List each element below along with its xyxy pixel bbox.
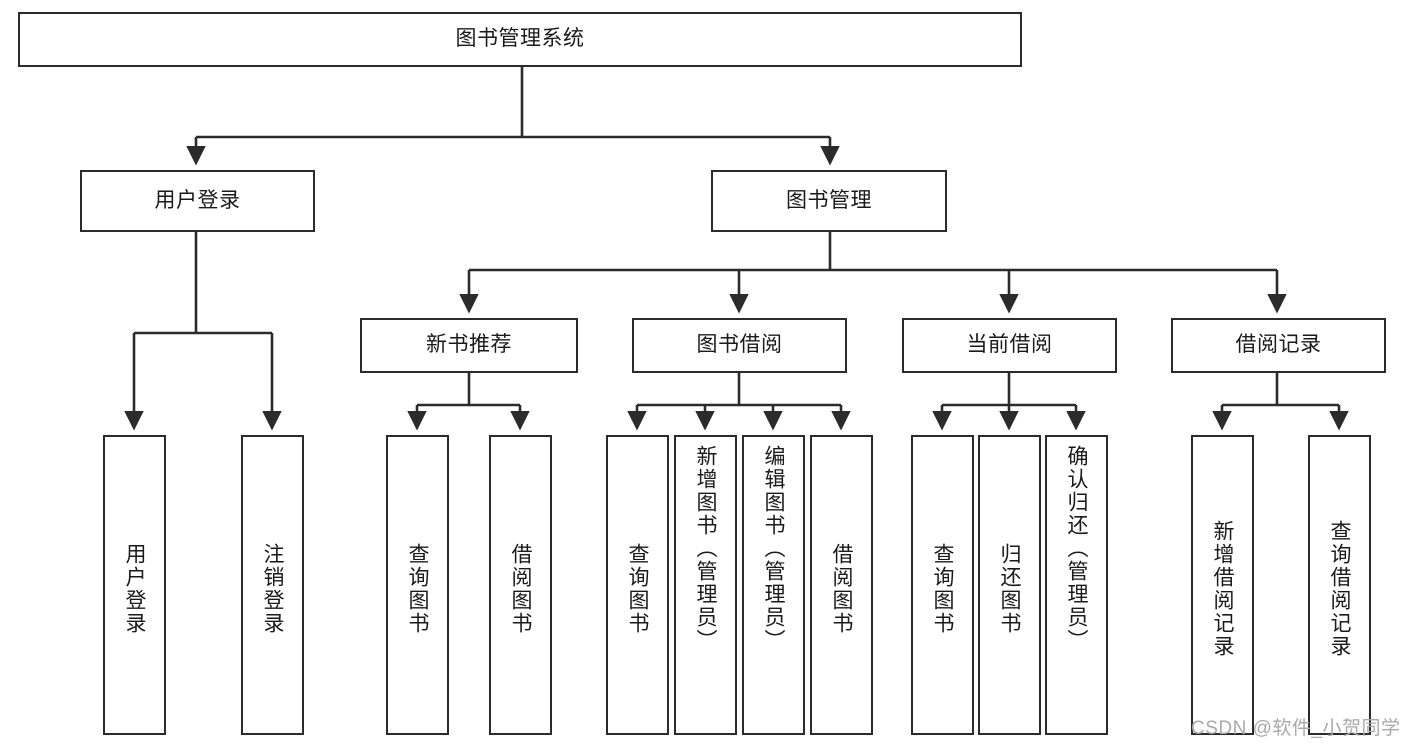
node-book-borrow[interactable]: 图书借阅	[632, 318, 847, 373]
node-label: 图书管理系统	[455, 27, 585, 51]
node-label: 归还图书	[998, 543, 1021, 635]
node-label: 借阅图书	[830, 543, 853, 635]
node-label: 借阅记录	[1235, 333, 1322, 357]
node-leaf-query-book-3[interactable]: 查询图书	[911, 435, 974, 735]
node-leaf-borrow-book-2[interactable]: 借阅图书	[810, 435, 873, 735]
node-leaf-query-book-2[interactable]: 查询图书	[606, 435, 669, 735]
node-user-login[interactable]: 用户登录	[80, 170, 315, 232]
node-leaf-borrow-book-1[interactable]: 借阅图书	[489, 435, 552, 735]
node-leaf-add-book-admin[interactable]: 新增图书（管理员）	[674, 435, 737, 735]
node-label: 图书借阅	[696, 333, 783, 357]
node-label: 查询图书	[931, 543, 954, 635]
node-leaf-logout-login[interactable]: 注销登录	[241, 435, 304, 735]
node-leaf-return-book[interactable]: 归还图书	[978, 435, 1041, 735]
node-current-borrow[interactable]: 当前借阅	[902, 318, 1117, 373]
node-leaf-confirm-return-admin[interactable]: 确认归还（管理员）	[1045, 435, 1108, 735]
node-label: 图书管理	[786, 188, 872, 212]
watermark-credit: CSDN @软件_小贺同学	[1191, 718, 1401, 739]
node-label: 新增图书（管理员）	[694, 445, 717, 652]
node-label: 借阅图书	[509, 543, 532, 635]
node-label: 新书推荐	[426, 333, 512, 357]
node-label: 当前借阅	[966, 333, 1053, 357]
node-leaf-query-borrow-record[interactable]: 查询借阅记录	[1308, 435, 1371, 735]
node-label: 确认归还（管理员）	[1065, 445, 1088, 652]
node-new-book-recommend[interactable]: 新书推荐	[360, 318, 578, 373]
node-root-system[interactable]: 图书管理系统	[18, 12, 1022, 67]
node-book-manage[interactable]: 图书管理	[711, 170, 947, 232]
node-label: 用户登录	[154, 188, 241, 212]
node-label: 查询图书	[406, 543, 429, 635]
node-label: 用户登录	[123, 543, 146, 635]
node-leaf-edit-book-admin[interactable]: 编辑图书（管理员）	[742, 435, 805, 735]
node-label: 查询借阅记录	[1328, 520, 1351, 658]
node-leaf-add-borrow-record[interactable]: 新增借阅记录	[1191, 435, 1254, 735]
node-label: 查询图书	[626, 543, 649, 635]
node-leaf-user-login[interactable]: 用户登录	[103, 435, 166, 735]
node-label: 新增借阅记录	[1211, 520, 1234, 658]
node-borrow-record[interactable]: 借阅记录	[1171, 318, 1386, 373]
node-label: 编辑图书（管理员）	[762, 445, 785, 652]
node-label: 注销登录	[261, 543, 284, 635]
node-leaf-query-book-1[interactable]: 查询图书	[386, 435, 449, 735]
